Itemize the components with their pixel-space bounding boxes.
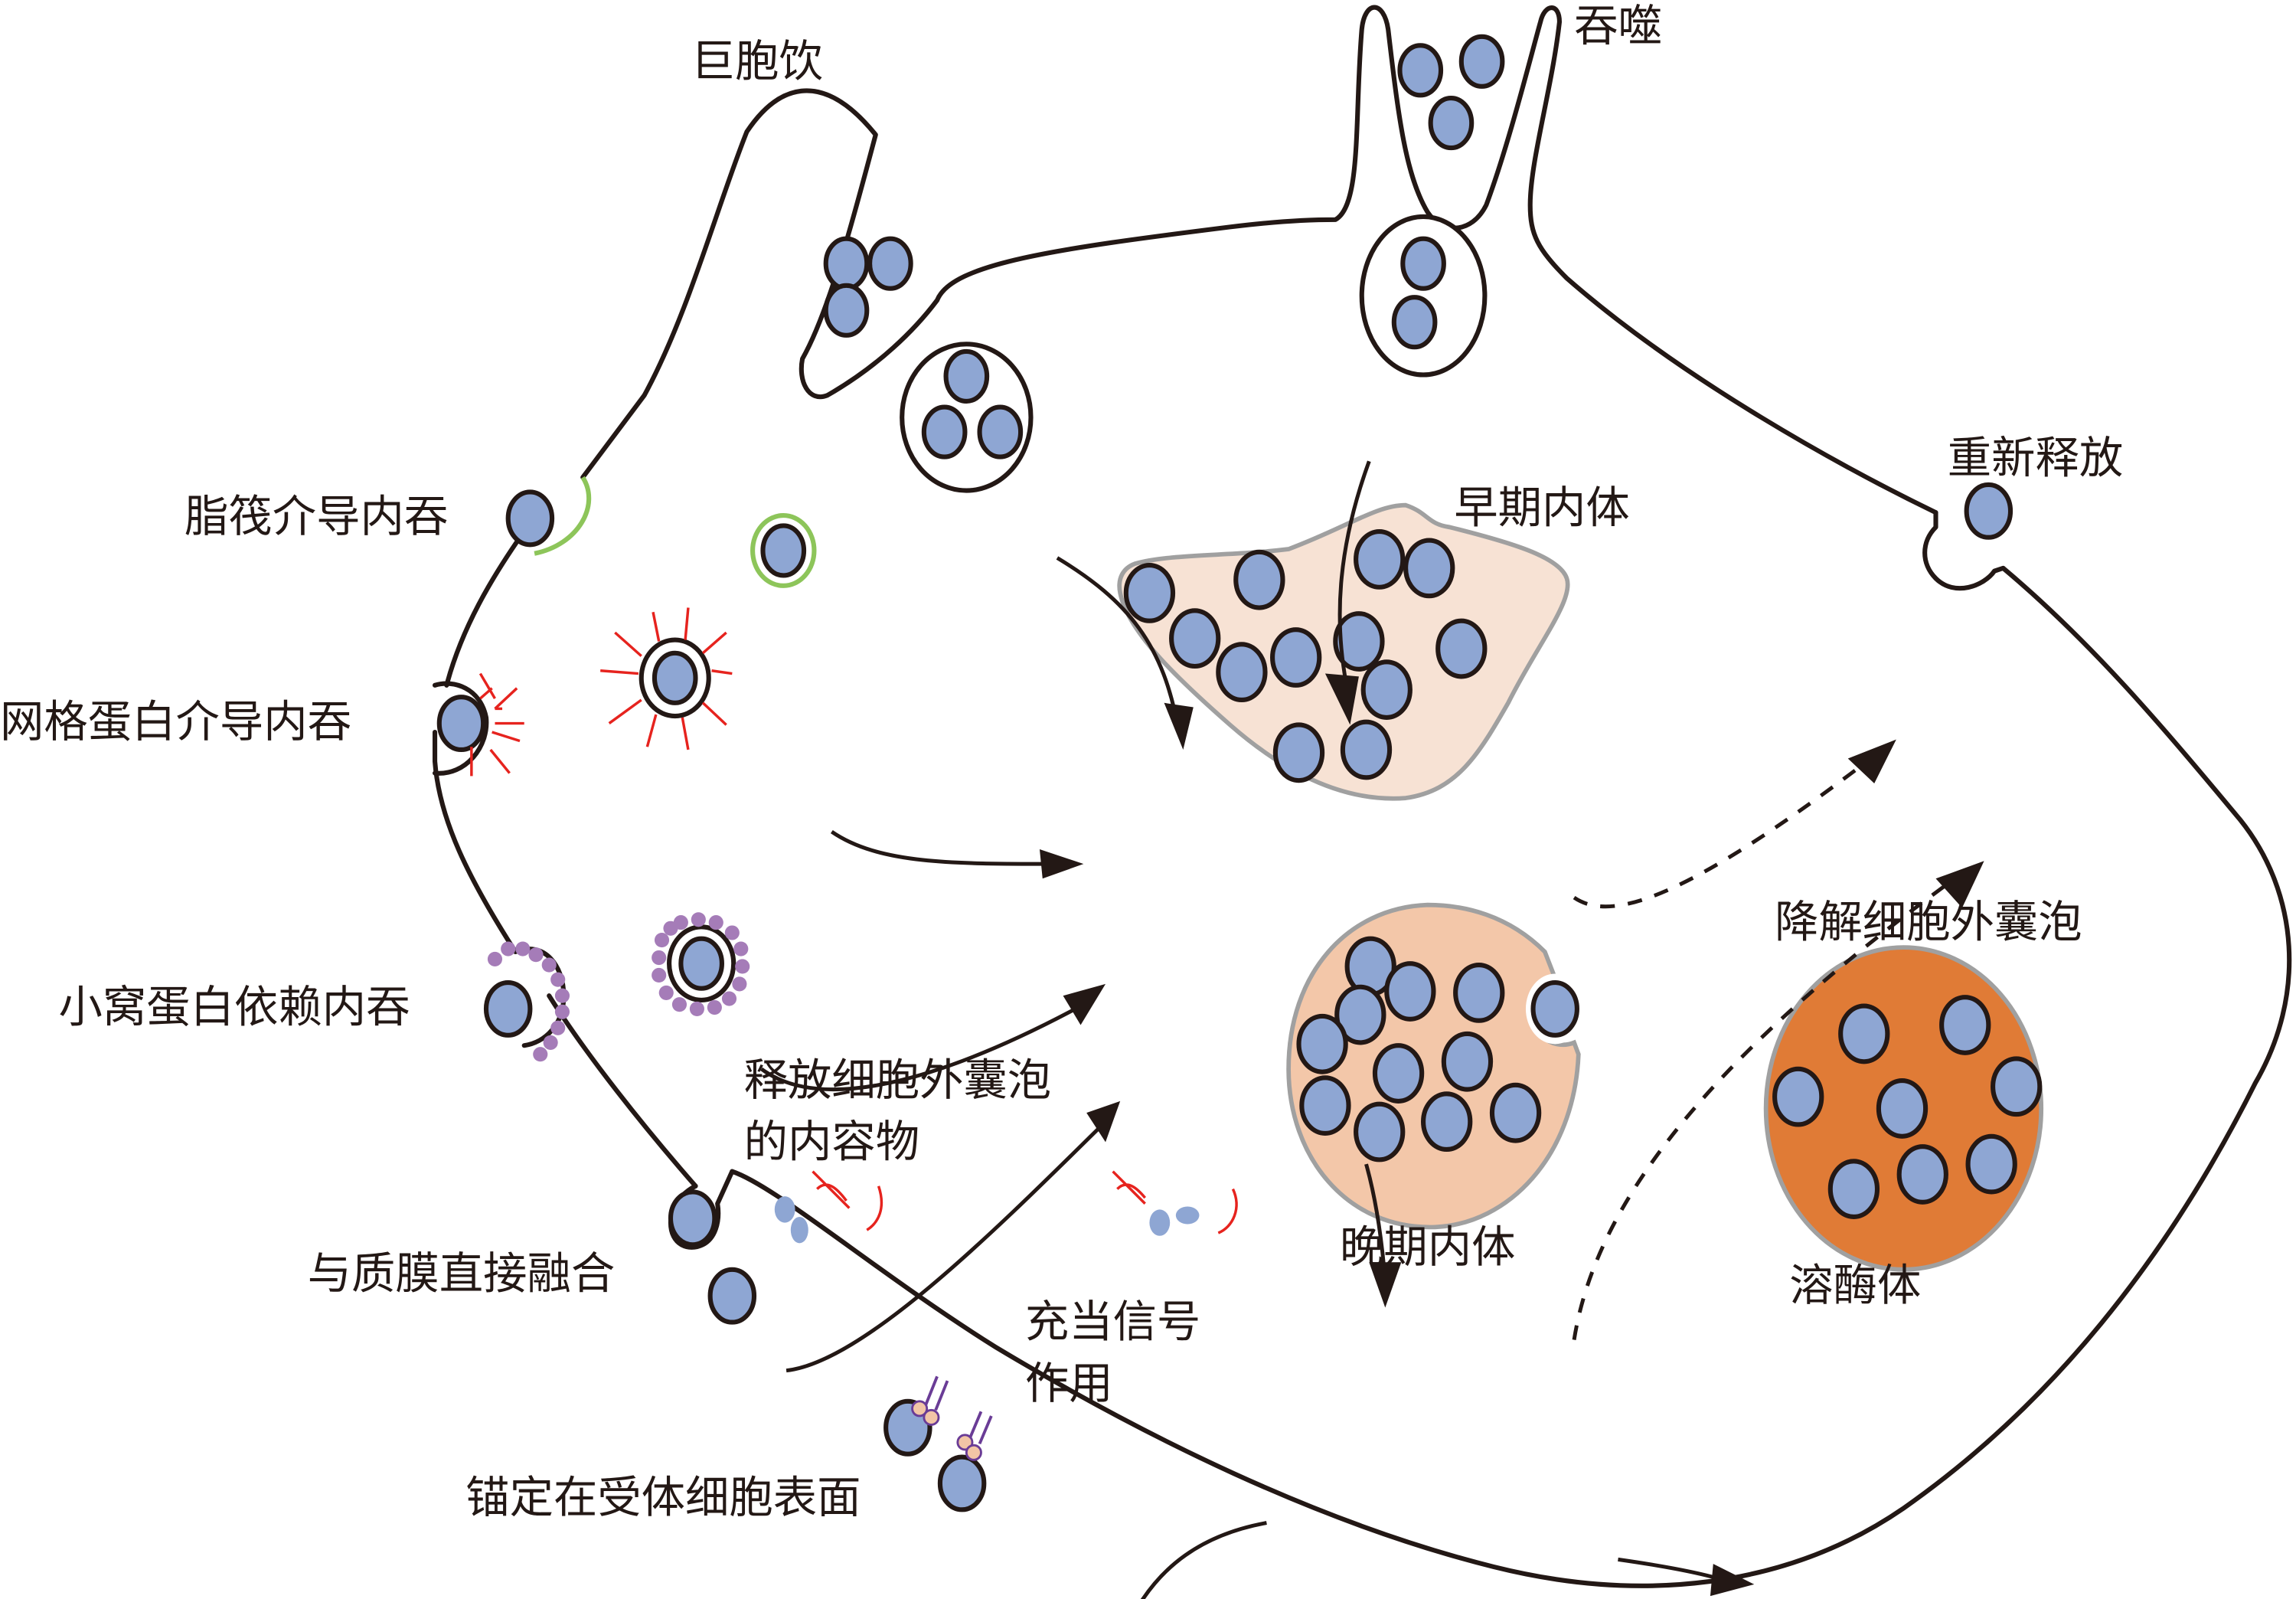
phagocytosis-cargo (1397, 34, 1505, 151)
lipid-raft-pit (505, 476, 592, 556)
membrane-fusion (668, 1169, 757, 1325)
clathrin-vesicle (600, 607, 733, 750)
arrow-macropinosome-to-early (1056, 556, 1181, 733)
arrowhead (1935, 861, 1984, 908)
cell-membrane (432, 5, 2292, 1588)
label-release-contents-line2: 的内容物 (744, 1117, 919, 1168)
arrowhead (1710, 1564, 1755, 1597)
label-phagocytosis: 吞噬 (1574, 1, 1662, 52)
lipid-raft-vesicle (750, 512, 817, 588)
arrows (760, 460, 1984, 1599)
ev-contents-right (1112, 1170, 1238, 1236)
late-endosome (1286, 902, 1585, 1230)
label-membrane-fusion: 与质膜直接融合 (308, 1248, 616, 1300)
arrow-clathrin-to-early (760, 1002, 1085, 1092)
arrowhead (1324, 673, 1359, 725)
label-lysosome: 溶酶体 (1789, 1260, 1921, 1311)
arrow-late-to-lysosome (1618, 1557, 1729, 1584)
label-macropinocytosis: 巨胞饮 (691, 35, 823, 87)
macropinosome (900, 342, 1034, 493)
label-signaling-line1: 充当信号 (1025, 1297, 1200, 1348)
phagosome (1359, 214, 1488, 378)
arrow-early-to-rerelease (1573, 760, 1869, 909)
labels: 巨胞饮 吞噬 脂筏介导内吞 网格蛋白介导内吞 小窝蛋白依赖内吞 与质膜直接融合 … (0, 1, 2123, 1524)
re-release-vesicle (1964, 482, 2013, 540)
lysosome (1763, 945, 2044, 1272)
arrowhead (1039, 849, 1084, 879)
label-re-release: 重新释放 (1948, 433, 2123, 484)
label-receptor-anchoring: 锚定在受体细胞表面 (465, 1472, 861, 1523)
arrow-late-to-release (1140, 1521, 1267, 1599)
label-late-endosome: 晚期内体 (1340, 1221, 1515, 1273)
label-early-endosome: 早期内体 (1454, 482, 1629, 534)
arrowhead (1847, 739, 1896, 783)
clathrin-pit (432, 672, 524, 777)
label-degrade-ev: 降解细胞外囊泡 (1775, 897, 2082, 948)
arrow-phagosome-to-early (1337, 460, 1371, 689)
macropinocytosis-cargo (823, 236, 913, 338)
arrowhead (1369, 1262, 1402, 1308)
arrowhead (1164, 702, 1194, 750)
label-clathrin-endocytosis: 网格蛋白介导内吞 (0, 696, 351, 747)
label-release-contents-line1: 释放细胞外囊泡 (744, 1055, 1052, 1106)
arrow-lipidraft-to-early (830, 830, 1055, 866)
label-signaling-line2: 作用 (1025, 1358, 1113, 1409)
arrow-caveolin-to-early (785, 1120, 1107, 1373)
arrowhead (1063, 983, 1106, 1025)
caveolin-vesicle (652, 912, 750, 1016)
ev-contents-left (774, 1170, 883, 1244)
label-caveolin-endocytosis: 小窝蛋白依赖内吞 (59, 982, 410, 1033)
label-lipid-raft-endocytosis: 脂筏介导内吞 (185, 491, 448, 542)
arrowhead (1086, 1100, 1121, 1143)
arrow-late-to-rerelease (1572, 877, 1956, 1340)
caveolin-pit (483, 941, 570, 1062)
receptor-anchoring (883, 1375, 993, 1512)
